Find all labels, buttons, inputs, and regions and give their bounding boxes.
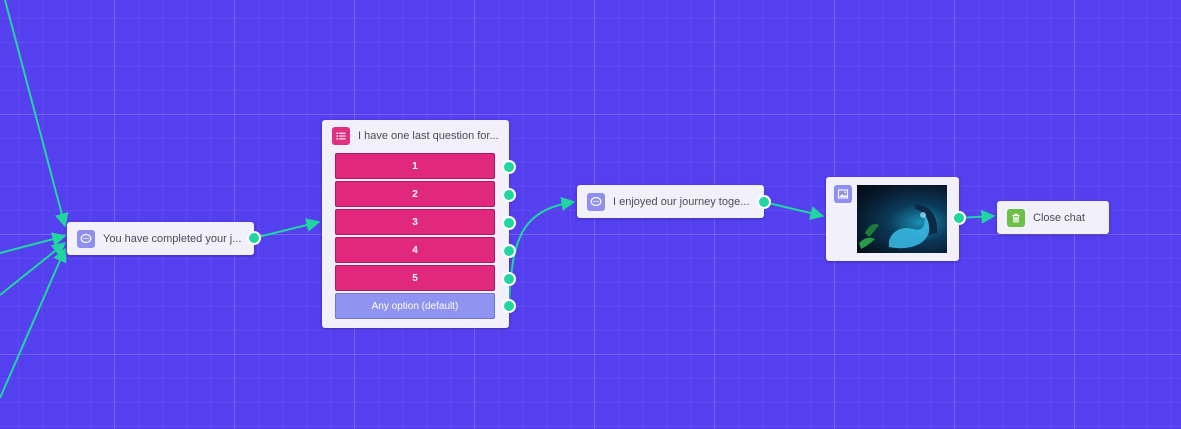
- completed-message-output-handle[interactable]: [247, 231, 261, 245]
- close-chat-node[interactable]: Close chat: [997, 201, 1109, 234]
- option-5-button[interactable]: 5: [335, 265, 495, 291]
- option-4-button[interactable]: 4: [335, 237, 495, 263]
- connector-incoming-top: [4, 0, 69, 228]
- chat-bubble-icon: [587, 192, 605, 211]
- list-icon: [332, 127, 350, 145]
- close-chat-header: Close chat: [997, 201, 1109, 234]
- completed-message-header: You have completed your j...: [67, 222, 254, 255]
- image-message-output-handle[interactable]: [952, 211, 966, 225]
- journey-message-node[interactable]: I enjoyed our journey toge...: [577, 185, 764, 218]
- chat-bubble-icon: [77, 229, 95, 248]
- option-default-button[interactable]: Any option (default): [335, 293, 495, 319]
- journey-message-header: I enjoyed our journey toge...: [577, 185, 764, 218]
- close-chat-text: Close chat: [1033, 211, 1085, 224]
- option-3-output-handle[interactable]: [502, 216, 516, 230]
- connector-incoming-left: [0, 232, 67, 254]
- option-3-button[interactable]: 3: [335, 209, 495, 235]
- image-thumbnail: [857, 185, 947, 253]
- option-5-output-handle[interactable]: [502, 272, 516, 286]
- connector-journey-to-image: [763, 201, 825, 220]
- image-icon: [834, 185, 852, 203]
- option-1-button[interactable]: 1: [335, 153, 495, 179]
- trash-icon: [1007, 208, 1025, 227]
- image-message-node[interactable]: [826, 177, 959, 261]
- question-text: I have one last question for...: [358, 130, 499, 142]
- option-default-output-handle[interactable]: [502, 299, 516, 313]
- connector-completed-to-question: [253, 218, 321, 239]
- journey-message-text: I enjoyed our journey toge...: [613, 195, 750, 208]
- journey-message-output-handle[interactable]: [757, 195, 771, 209]
- option-2-button[interactable]: 2: [335, 181, 495, 207]
- question-header: I have one last question for...: [322, 120, 509, 152]
- question-node[interactable]: I have one last question for... 1 2 3 4 …: [322, 120, 509, 328]
- completed-message-node[interactable]: You have completed your j...: [67, 222, 254, 255]
- option-2-output-handle[interactable]: [502, 188, 516, 202]
- completed-message-text: You have completed your j...: [103, 232, 242, 245]
- connector-option-to-journey: [508, 196, 576, 306]
- option-4-output-handle[interactable]: [502, 244, 516, 258]
- option-1-output-handle[interactable]: [502, 160, 516, 174]
- connector-incoming-lower: [0, 242, 67, 296]
- connector-incoming-bottom: [0, 247, 67, 399]
